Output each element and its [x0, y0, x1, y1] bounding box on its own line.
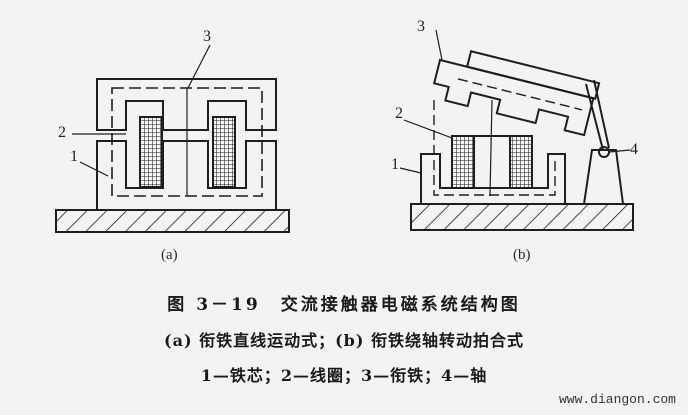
iron-core	[420, 153, 566, 205]
callout-2-coil-a: 2	[58, 124, 66, 141]
callout-3-armature-b: 3	[417, 18, 425, 35]
iron-core	[96, 140, 277, 211]
callout-1-core-a: 1	[70, 148, 78, 165]
armature	[432, 50, 601, 137]
figure-caption-legend: 1—铁芯；2—线圈；3—衔铁；4—轴	[200, 366, 488, 385]
diagram-b	[399, 29, 634, 231]
callout-1-core-b: 1	[391, 156, 399, 173]
coil-right	[509, 135, 533, 189]
base-plate	[55, 209, 290, 233]
coil-left	[451, 135, 475, 189]
diagram-a	[55, 44, 290, 233]
electromagnetic-system-drawing	[55, 29, 634, 233]
figure-caption-subtitle: (a) 衔铁直线运动式；(b) 衔铁绕轴转动拍合式	[164, 331, 524, 350]
figure-diagrams: 3 2 1 (a) 3 2 1 4 (b)	[55, 18, 638, 263]
pivot-support	[582, 149, 625, 205]
callout-2-coil-b: 2	[395, 105, 403, 122]
armature	[96, 78, 277, 131]
shaft	[598, 146, 610, 158]
figure-caption-title: 图 3－19 交流接触器电磁系统结构图	[167, 295, 521, 315]
coil-right	[212, 116, 236, 188]
diagram-b-label: (b)	[513, 247, 531, 263]
coil-left	[139, 116, 163, 188]
callout-3-armature-a: 3	[203, 28, 211, 45]
base-plate	[410, 203, 634, 231]
callout-4-shaft-b: 4	[630, 141, 638, 158]
watermark: www.diangon.com	[558, 392, 676, 407]
diagram-a-label: (a)	[161, 247, 178, 263]
